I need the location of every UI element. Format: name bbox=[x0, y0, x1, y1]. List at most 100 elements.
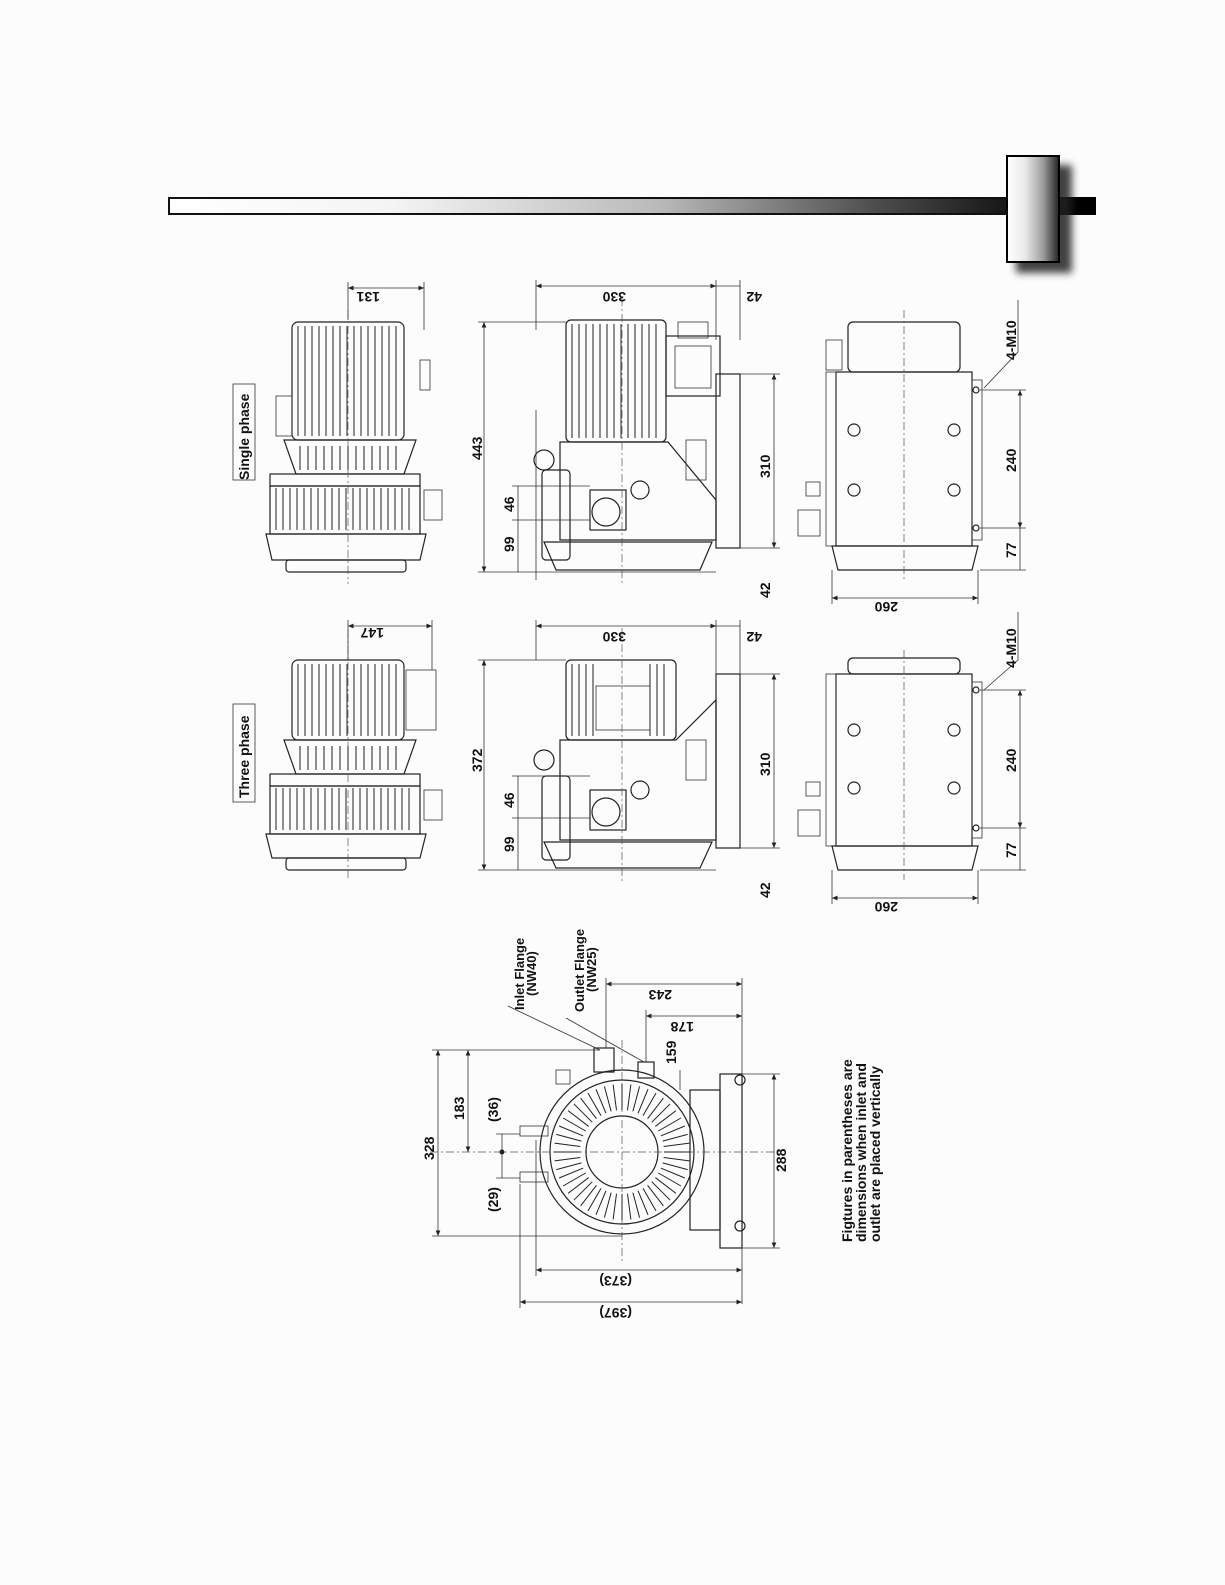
svg-text:240: 240 bbox=[1003, 748, 1019, 772]
fan-slot bbox=[555, 1157, 581, 1160]
dim-42-bottom-three: 42 bbox=[757, 882, 773, 898]
motor-ribs bbox=[276, 788, 409, 830]
fan-slot bbox=[655, 1111, 676, 1127]
dim-77-three: 77 bbox=[980, 828, 1026, 870]
fan-slot bbox=[633, 1086, 640, 1111]
fan-slot bbox=[663, 1134, 688, 1141]
footnote: Figtures in parentheses are dimensions w… bbox=[839, 1059, 883, 1242]
svg-text:328: 328 bbox=[421, 1136, 437, 1160]
svg-text:4-M10: 4-M10 bbox=[1003, 320, 1019, 360]
dim-330-three: 330 bbox=[536, 620, 716, 680]
dim-46-three: 46 bbox=[501, 776, 590, 818]
dim-29: (29) bbox=[485, 1150, 520, 1213]
single-phase-bottom-view bbox=[798, 310, 982, 580]
svg-text:260: 260 bbox=[874, 599, 898, 615]
single-phase-group: 131 Single phase 330 bbox=[233, 280, 1026, 615]
svg-text:(NW25): (NW25) bbox=[584, 947, 599, 992]
three-phase-group: 147 Three phase 330 42 bbox=[233, 612, 1026, 915]
svg-text:(397): (397) bbox=[599, 1305, 632, 1321]
single-phase-label: Single phase bbox=[236, 393, 252, 480]
dim-310-three: 310 bbox=[740, 674, 780, 848]
dim-178: 178 bbox=[646, 1010, 742, 1062]
dim-131: 131 bbox=[348, 282, 424, 330]
svg-text:99: 99 bbox=[501, 536, 517, 552]
svg-text:77: 77 bbox=[1003, 542, 1019, 558]
dim-42-top-single: 42 bbox=[716, 280, 762, 340]
svg-text:99: 99 bbox=[501, 836, 517, 852]
motor-ribs bbox=[300, 746, 396, 770]
motor-ribs bbox=[650, 664, 664, 736]
svg-text:243: 243 bbox=[648, 987, 672, 1003]
svg-text:(36): (36) bbox=[485, 1097, 501, 1122]
fan-slot bbox=[613, 1194, 616, 1220]
motor-ribs bbox=[276, 488, 409, 530]
fan-slot bbox=[648, 1098, 664, 1119]
svg-text:372: 372 bbox=[469, 748, 485, 772]
svg-text:310: 310 bbox=[757, 752, 773, 776]
svg-text:(373): (373) bbox=[599, 1273, 632, 1289]
svg-text:240: 240 bbox=[1003, 448, 1019, 472]
dim-42-top-three: 42 bbox=[716, 620, 762, 680]
dim-240-three: 240 bbox=[980, 690, 1026, 828]
fan-slot bbox=[663, 1163, 688, 1170]
fan-slot bbox=[652, 1182, 670, 1200]
fan-slot bbox=[664, 1143, 690, 1146]
dim-147: 147 bbox=[348, 620, 432, 670]
svg-text:147: 147 bbox=[360, 625, 384, 641]
dim-260-single: 260 bbox=[832, 570, 978, 615]
svg-text:42: 42 bbox=[746, 629, 762, 645]
fan-slot bbox=[648, 1185, 664, 1206]
dim-183: 183 bbox=[451, 1050, 468, 1152]
svg-text:183: 183 bbox=[451, 1096, 467, 1120]
svg-text:330: 330 bbox=[602, 629, 626, 645]
svg-text:159: 159 bbox=[663, 1040, 679, 1064]
svg-text:310: 310 bbox=[757, 454, 773, 478]
svg-text:330: 330 bbox=[602, 289, 626, 305]
fan-slot bbox=[664, 1157, 690, 1160]
svg-text:443: 443 bbox=[469, 436, 485, 460]
motor-ribs bbox=[300, 446, 396, 470]
dim-288: 288 bbox=[742, 1074, 789, 1248]
dim-46-single: 46 bbox=[501, 486, 590, 520]
front-view-group: Inlet Flange (NW40) Outlet Flange (NW25)… bbox=[421, 929, 883, 1321]
svg-text:260: 260 bbox=[874, 899, 898, 915]
svg-text:288: 288 bbox=[773, 1148, 789, 1172]
fan-slot bbox=[555, 1143, 581, 1146]
three-phase-top-view bbox=[534, 628, 740, 882]
fan-slot bbox=[613, 1085, 616, 1111]
motor-ribs bbox=[572, 324, 656, 438]
fan-slot bbox=[568, 1111, 589, 1127]
dim-77-single: 77 bbox=[980, 528, 1026, 570]
three-phase-label: Three phase bbox=[236, 715, 252, 798]
svg-text:46: 46 bbox=[501, 792, 517, 808]
fan-slot bbox=[604, 1193, 611, 1218]
dim-4m10-three: 4-M10 bbox=[984, 612, 1019, 690]
fan-slot bbox=[568, 1178, 589, 1194]
svg-text:46: 46 bbox=[501, 496, 517, 512]
single-phase-top-view bbox=[534, 298, 740, 586]
fan-slot bbox=[627, 1085, 630, 1111]
fan-slot bbox=[581, 1185, 597, 1206]
dim-260-three: 260 bbox=[832, 870, 978, 915]
dim-328: 328 bbox=[421, 1050, 622, 1236]
svg-text:131: 131 bbox=[356, 289, 380, 305]
fan-slot bbox=[652, 1104, 670, 1122]
fan-slot bbox=[574, 1182, 592, 1200]
dim-4m10-single: 4-M10 bbox=[984, 300, 1019, 388]
outlet-flange-callout: Outlet Flange (NW25) bbox=[566, 929, 644, 1062]
svg-text:42: 42 bbox=[746, 289, 762, 305]
three-phase-bottom-view bbox=[798, 650, 982, 880]
fan-slot bbox=[556, 1163, 581, 1170]
svg-text:(29): (29) bbox=[485, 1187, 501, 1212]
svg-text:(NW40): (NW40) bbox=[524, 951, 539, 996]
fan-slot bbox=[633, 1193, 640, 1218]
dim-36: (36) bbox=[485, 1097, 520, 1152]
svg-text:77: 77 bbox=[1003, 842, 1019, 858]
dim-240-single: 240 bbox=[980, 390, 1026, 528]
fan-slot bbox=[604, 1086, 611, 1111]
dim-397: (397) bbox=[520, 1184, 742, 1321]
fan-slot bbox=[627, 1194, 630, 1220]
motor-ribs bbox=[298, 664, 396, 736]
dim-310-single: 310 bbox=[740, 374, 780, 548]
